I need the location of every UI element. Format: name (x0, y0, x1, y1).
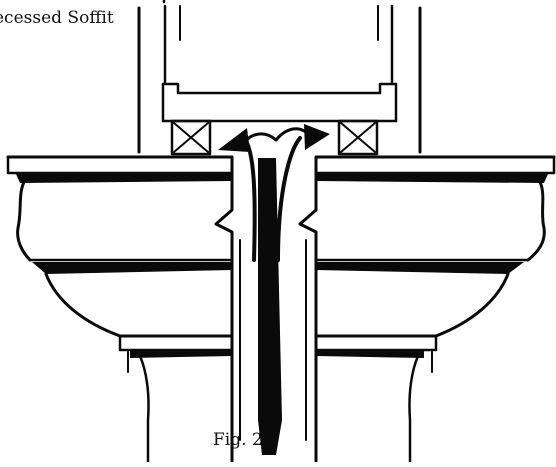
right-bracket-box (337, 119, 379, 156)
bowl-walls (16, 180, 546, 262)
soffit-walls (137, 0, 422, 154)
stem-column (127, 351, 433, 464)
left-arrow-head (218, 128, 250, 152)
recessed-soffit-label: ecessed Soffit (0, 8, 114, 28)
airflow-arrows (218, 124, 330, 262)
bowl-rim (16, 174, 548, 183)
mounting-plate (161, 82, 398, 123)
left-bracket-box (170, 119, 212, 156)
ceiling-ledge (6, 155, 556, 175)
bowl-lower-curve (44, 272, 510, 358)
central-pipe (214, 155, 318, 464)
figure-number-label: Fig. 2 (213, 430, 263, 450)
bowl-middle-band (32, 262, 524, 274)
pipe-core (258, 158, 282, 455)
right-arrow-head (304, 124, 330, 150)
